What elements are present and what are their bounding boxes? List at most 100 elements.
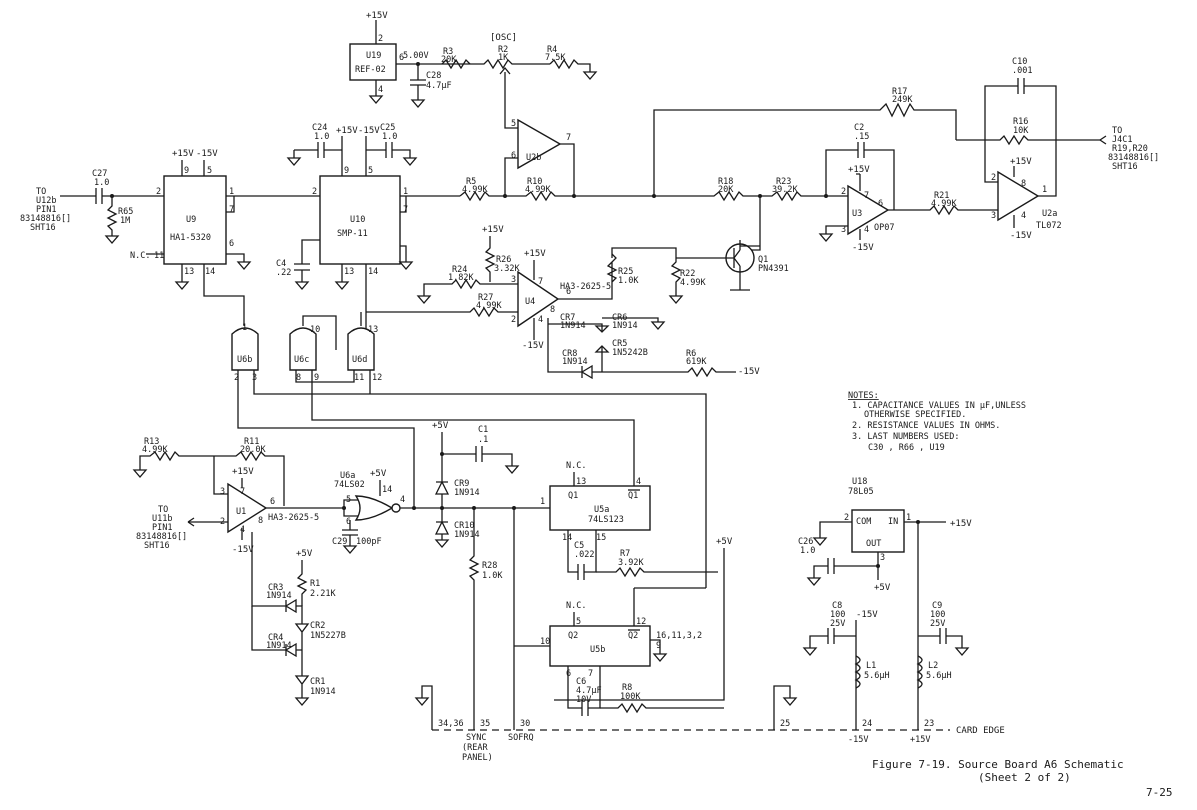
- c10-value: .001: [1012, 66, 1032, 76]
- u18-pin1: 1: [906, 513, 911, 523]
- c8-value: 100: [830, 610, 845, 620]
- r65-ref: R65: [118, 207, 133, 217]
- u6a-pin14: 14: [382, 485, 392, 495]
- u2a-pin2: 2: [991, 173, 996, 183]
- c26-value: 1.0: [800, 546, 815, 556]
- u5b-q2-bar: Q2: [628, 631, 638, 641]
- u9-sample-hold: TO U12b PIN1 83148816[] SHT16 C27 1.0 R6…: [20, 149, 300, 312]
- r3-ref: R3: [443, 47, 453, 57]
- c9-volt: 25V: [930, 619, 945, 629]
- u3-pin2: 2: [841, 187, 846, 197]
- card-edge-label: CARD EDGE: [956, 726, 1005, 736]
- r8-value: 100K: [620, 692, 641, 702]
- u10-sample-hold: C24 1.0 +15V -15V C25 1.0 U10 SMP-11 2 1…: [276, 123, 460, 332]
- r8-ref: R8: [622, 683, 632, 693]
- r24-value: 1.82K: [448, 273, 474, 283]
- r25-value: 1.0K: [618, 276, 639, 286]
- r17-value: 249K: [892, 95, 913, 105]
- u5a-pin15: 15: [596, 533, 606, 543]
- r10-ref: R10: [527, 177, 542, 187]
- u10-pin2: 2: [312, 187, 317, 197]
- u6c-ref: U6c: [294, 355, 309, 365]
- u10-neg-rail: -15V: [358, 126, 380, 136]
- feedback-network: R17 249K C10 .001 R16 10K TO J4C1 R19,R2…: [653, 57, 1159, 196]
- in2-ref-l2: U11b: [152, 514, 172, 524]
- out-ref-l2: J4C1: [1112, 135, 1132, 145]
- u18-pin3: 3: [880, 553, 885, 563]
- u9-pin7: 7: [229, 205, 234, 215]
- u5a-monostable: N.C. 13 4 Q1 Q1 U5a 74LS123 1 14 15 C5 .…: [540, 461, 733, 701]
- u2a-opamp: 2 3 1 8 4 U2a TL072 +15V -15V: [984, 140, 1062, 241]
- c9-value: 100: [930, 610, 945, 620]
- r11-ref: R11: [244, 437, 259, 447]
- edge-m15-label: -15V: [848, 735, 868, 745]
- u19-pin6: 6: [399, 53, 404, 63]
- edge-pin-35: 35: [480, 719, 490, 729]
- c9-ref: C9: [932, 601, 942, 611]
- u9-pin11: 11: [154, 251, 164, 261]
- r7-ref: R7: [620, 549, 630, 559]
- u9-ref: U9: [186, 215, 196, 225]
- c2-value: .15: [854, 132, 869, 142]
- page-number: 7-25: [1146, 786, 1173, 799]
- u4-pin4: 4: [538, 315, 543, 325]
- u6a-supply: +5V: [370, 469, 387, 479]
- u10-pin13: 13: [344, 267, 354, 277]
- u9-pin2: 2: [156, 187, 161, 197]
- u9-pin13: 13: [184, 267, 194, 277]
- edge-pin-24: 24: [862, 719, 872, 729]
- l1-ref: L1: [866, 661, 876, 671]
- u18-regulator: U18 78L05 COM IN OUT 2 1 3 +15V +5V C26 …: [798, 477, 972, 593]
- r5-value: 4.99K: [462, 185, 488, 195]
- u4-ref: U4: [525, 297, 535, 307]
- u1-part: HA3-2625-5: [268, 513, 319, 523]
- u5a-pin13: 13: [576, 477, 586, 487]
- cr7-part: 1N914: [560, 321, 586, 331]
- u5a-ref: U5a: [594, 505, 609, 515]
- u18-in-rail: +15V: [950, 519, 972, 529]
- u19-supply-label: +15V: [366, 11, 388, 21]
- r6-supply: -15V: [738, 367, 760, 377]
- u3-neg-rail: -15V: [852, 243, 874, 253]
- r23-value: 39.2K: [772, 185, 798, 195]
- u6-nor-gates: U6b 1 2 3 U6c 10 8 9 U6d 13 11 12: [231, 312, 707, 588]
- caption-line2: (Sheet 2 of 2): [978, 771, 1071, 784]
- u6d-pin12: 12: [372, 373, 382, 383]
- c6-value: 4.7µF: [576, 686, 602, 696]
- u5a-nc: N.C.: [566, 461, 586, 471]
- u4-opamp-stage: +15V R26 3.32K R24 1.82K R27 4.99K U4 3 …: [366, 225, 789, 380]
- u3-pin3: 3: [841, 225, 846, 235]
- in-ref-l2: U12b: [36, 196, 56, 206]
- r21-value: 4.99K: [931, 199, 957, 209]
- cr3-part: 1N914: [266, 591, 292, 601]
- u6c-pin9: 9: [314, 373, 319, 383]
- c27-value: 1.0: [94, 178, 109, 188]
- u5a-pin4: 4: [636, 477, 641, 487]
- u9-pin9: 9: [184, 166, 189, 176]
- cr8-ref: CR8: [562, 349, 577, 359]
- u6b-pin2: 2: [234, 373, 239, 383]
- r18-value: 20K: [718, 185, 734, 195]
- notes-header: NOTES:: [848, 391, 879, 401]
- caption-line1: Figure 7-19. Source Board A6 Schematic: [872, 758, 1124, 771]
- r2-ref: R2: [498, 45, 508, 55]
- c24-value: 1.0: [314, 132, 329, 142]
- c8-volt: 25V: [830, 619, 845, 629]
- u1-neg-rail: -15V: [232, 545, 254, 555]
- u10-pin1: 1: [403, 187, 408, 197]
- c4-ref: C4: [276, 259, 286, 269]
- out-ref-l5: SHT16: [1112, 162, 1138, 172]
- r25-ref: R25: [618, 267, 633, 277]
- r17-ref: R17: [892, 87, 907, 97]
- in-ref-l5: SHT16: [30, 223, 56, 233]
- c25-ref: C25: [380, 123, 395, 133]
- u5a-q1: Q1: [568, 491, 578, 501]
- u2b-pin7: 7: [566, 133, 571, 143]
- r13-value: 4.99K: [142, 445, 168, 455]
- u1-pos-rail: +15V: [232, 467, 254, 477]
- notes-line1b: OTHERWISE SPECIFIED.: [864, 410, 966, 420]
- u10-pin14: 14: [368, 267, 378, 277]
- u9-nc: N.C.: [130, 251, 150, 261]
- u6c-pin10: 10: [310, 325, 320, 335]
- u2a-pin8: 8: [1021, 179, 1026, 189]
